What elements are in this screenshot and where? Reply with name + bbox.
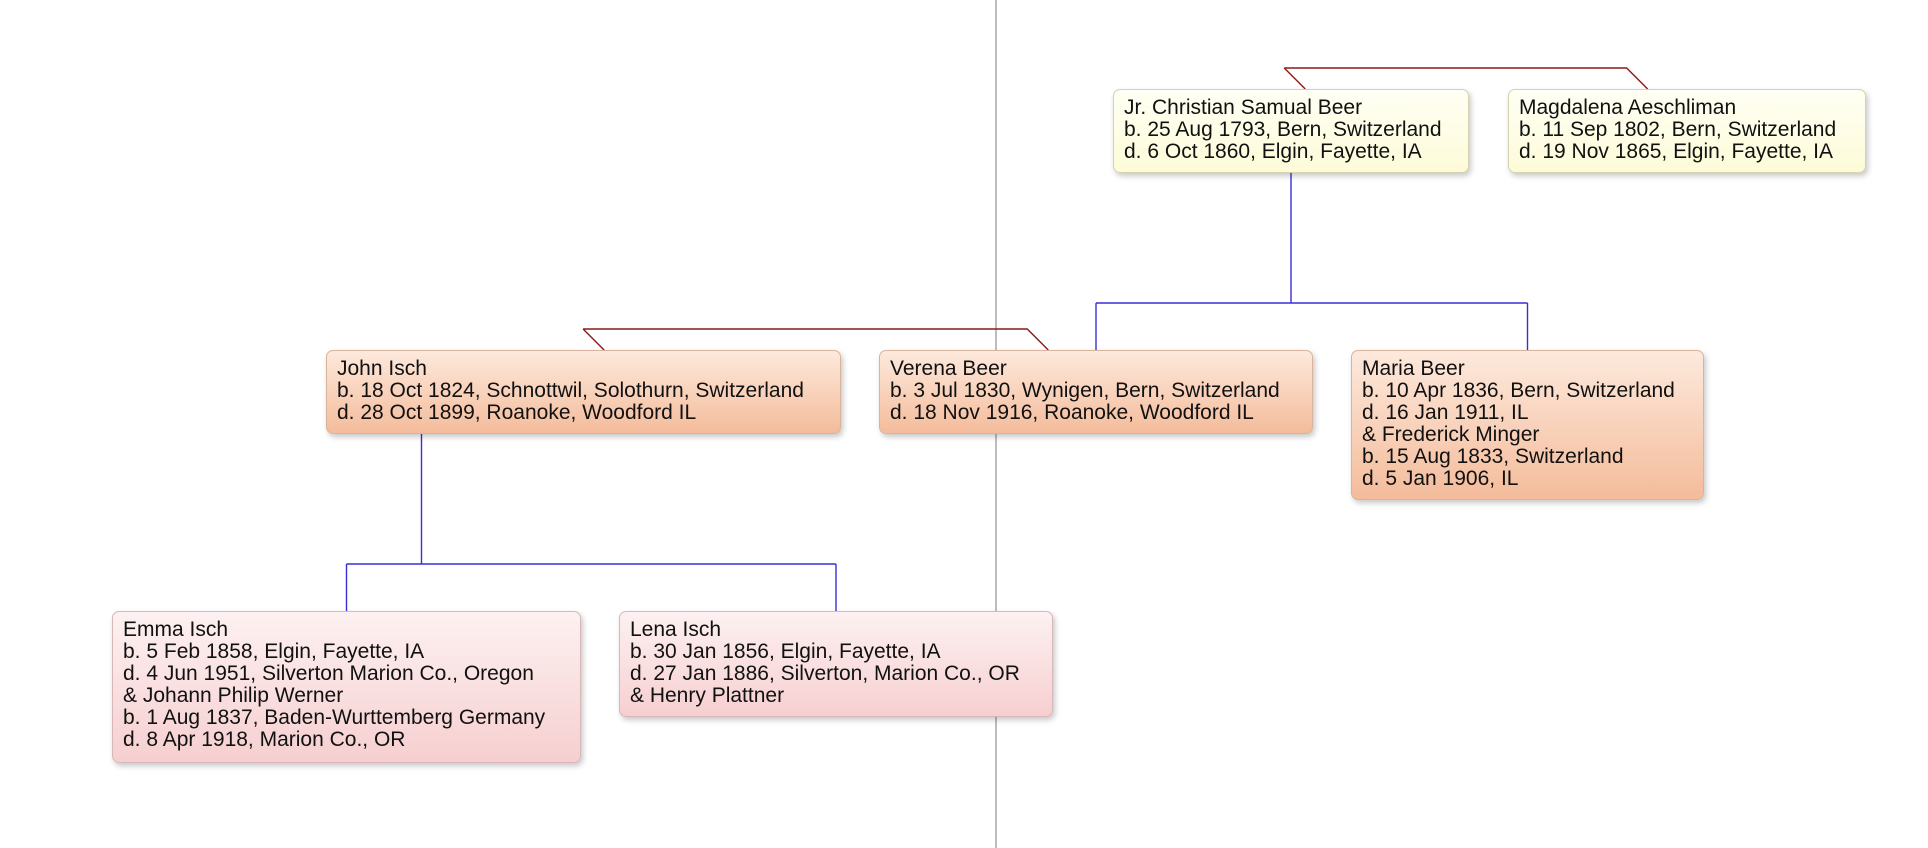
spouse-birth: b. 1 Aug 1837, Baden-Wurttemberg Germany xyxy=(123,706,546,729)
person-birth: b. 3 Jul 1830, Wynigen, Bern, Switzerlan… xyxy=(890,379,1280,402)
person-name: Lena Isch xyxy=(630,618,722,641)
person-death: d. 4 Jun 1951, Silverton Marion Co., Ore… xyxy=(123,662,534,685)
person-card-magdalena-aeschliman[interactable]: Magdalena Aeschliman b. 11 Sep 1802, Ber… xyxy=(1508,89,1866,173)
spouse-name: & Henry Plattner xyxy=(630,684,785,707)
spouse-name: & Frederick Minger xyxy=(1362,423,1540,446)
person-death: d. 6 Oct 1860, Elgin, Fayette, IA xyxy=(1124,140,1422,163)
person-death: d. 27 Jan 1886, Silverton, Marion Co., O… xyxy=(630,662,1020,685)
person-card-christian-samual-beer[interactable]: Jr. Christian Samual Beer b. 25 Aug 1793… xyxy=(1113,89,1469,173)
couple-link-1 xyxy=(582,328,1049,351)
person-name: Maria Beer xyxy=(1362,357,1465,380)
person-name: John Isch xyxy=(337,357,427,380)
person-name: Verena Beer xyxy=(890,357,1007,380)
person-birth: b. 10 Apr 1836, Bern, Switzerland xyxy=(1362,379,1675,402)
person-death: d. 18 Nov 1916, Roanoke, Woodford IL xyxy=(890,401,1254,424)
person-death: d. 16 Jan 1911, IL xyxy=(1362,401,1529,424)
person-name: Emma Isch xyxy=(123,618,229,641)
person-card-verena-beer[interactable]: Verena Beer b. 3 Jul 1830, Wynigen, Bern… xyxy=(879,350,1313,434)
person-birth: b. 18 Oct 1824, Schnottwil, Solothurn, S… xyxy=(337,379,804,402)
descent-link-0 xyxy=(1095,173,1529,350)
spouse-name: & Johann Philip Werner xyxy=(123,684,344,707)
person-death: d. 28 Oct 1899, Roanoke, Woodford IL xyxy=(337,401,697,424)
person-card-maria-beer[interactable]: Maria Beer b. 10 Apr 1836, Bern, Switzer… xyxy=(1351,350,1704,500)
person-birth: b. 30 Jan 1856, Elgin, Fayette, IA xyxy=(630,640,941,663)
spouse-death: d. 8 Apr 1918, Marion Co., OR xyxy=(123,728,406,751)
person-death: d. 19 Nov 1865, Elgin, Fayette, IA xyxy=(1519,140,1834,163)
spouse-birth: b. 15 Aug 1833, Switzerland xyxy=(1362,445,1624,468)
person-birth: b. 25 Aug 1793, Bern, Switzerland xyxy=(1124,118,1442,141)
person-card-john-isch[interactable]: John Isch b. 18 Oct 1824, Schnottwil, So… xyxy=(326,350,841,434)
descent-link-1 xyxy=(345,434,837,611)
person-birth: b. 11 Sep 1802, Bern, Switzerland xyxy=(1519,118,1837,141)
person-birth: b. 5 Feb 1858, Elgin, Fayette, IA xyxy=(123,640,425,663)
person-name: Jr. Christian Samual Beer xyxy=(1124,96,1363,119)
spouse-death: d. 5 Jan 1906, IL xyxy=(1362,467,1519,490)
person-card-emma-isch[interactable]: Emma Isch b. 5 Feb 1858, Elgin, Fayette,… xyxy=(112,611,581,763)
couple-link-0 xyxy=(1283,67,1649,90)
person-card-lena-isch[interactable]: Lena Isch b. 30 Jan 1856, Elgin, Fayette… xyxy=(619,611,1053,717)
person-name: Magdalena Aeschliman xyxy=(1519,96,1737,119)
